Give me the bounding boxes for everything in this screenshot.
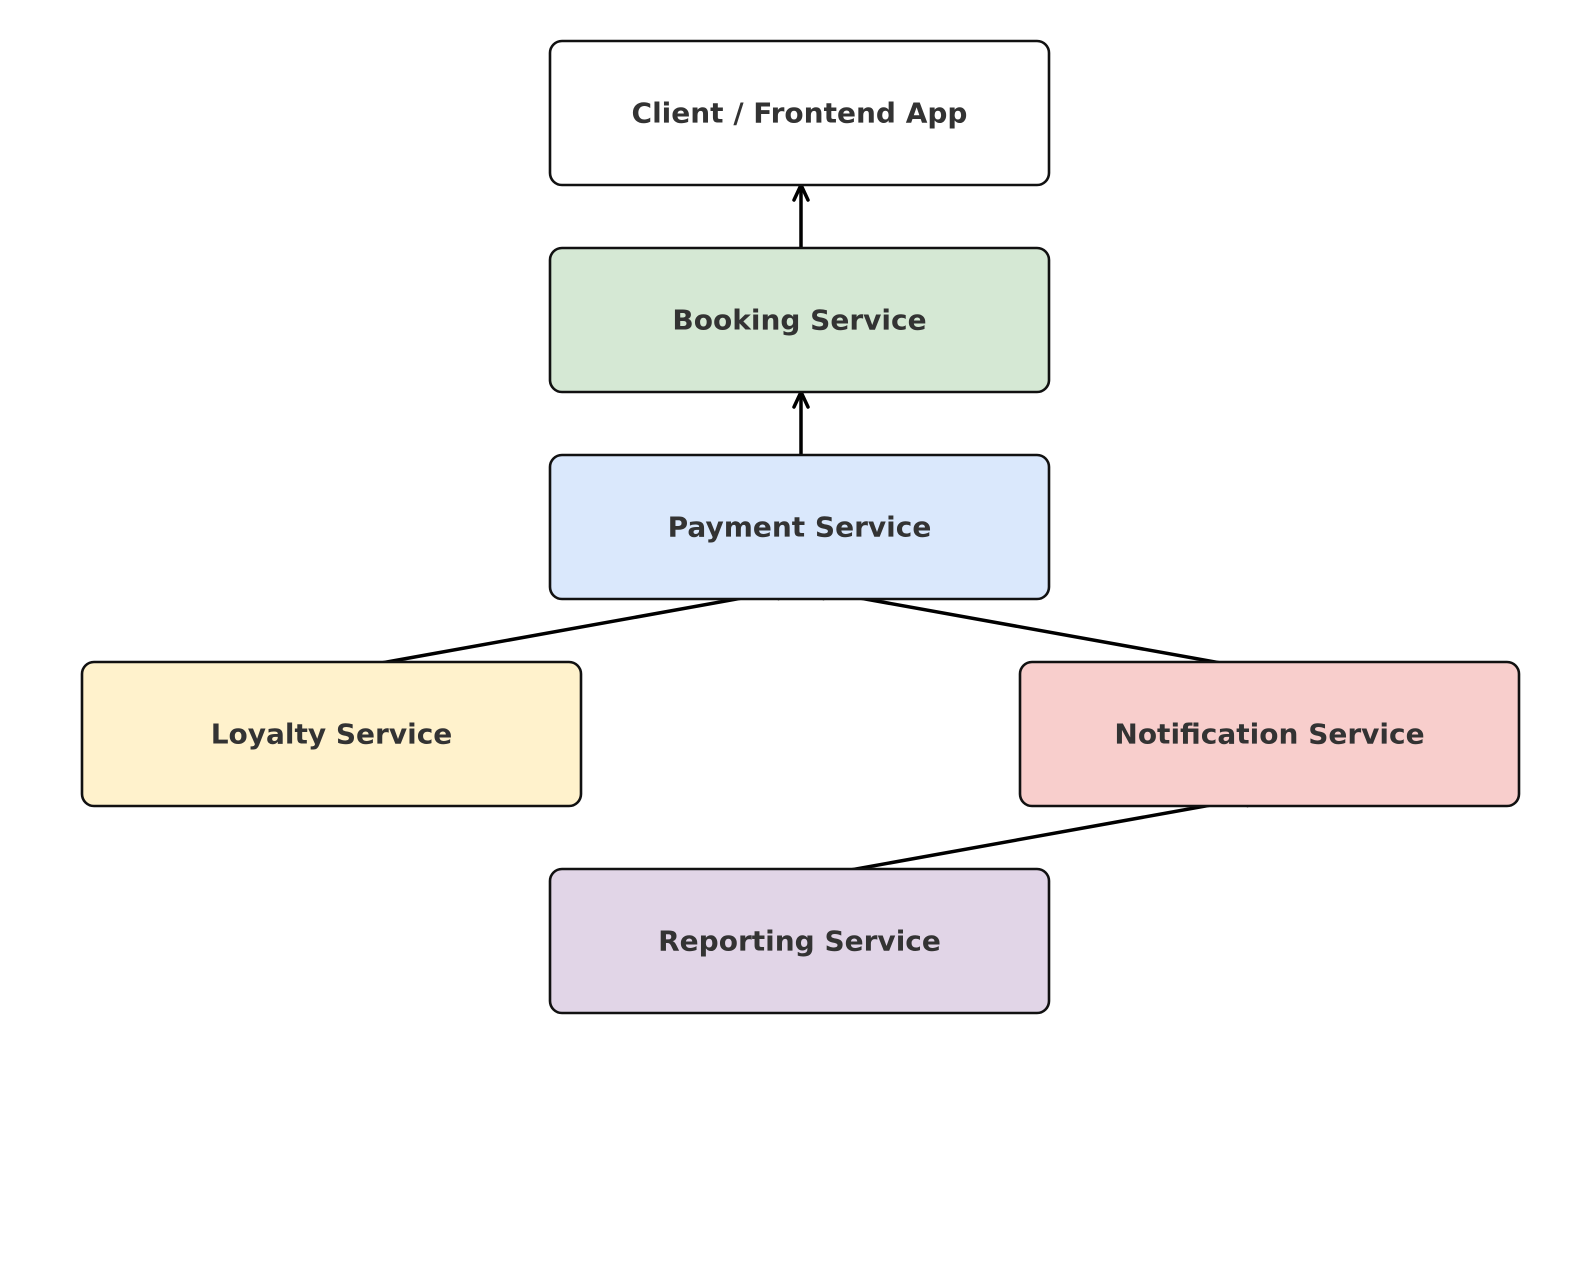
node-client-box (548, 39, 1051, 187)
node-client-label: Client / Frontend App (632, 97, 968, 130)
node-loyalty-box (80, 660, 583, 808)
edge-line (336, 587, 793, 673)
node-loyalty-label: Loyalty Service (211, 718, 453, 751)
edge-payment-to-booking (792, 390, 810, 461)
node-payment: Payment Service (548, 453, 1051, 601)
node-notification: Notification Service (1018, 660, 1521, 808)
node-booking-box (548, 246, 1051, 394)
node-loyalty: Loyalty Service (80, 660, 583, 808)
node-client: Client / Frontend App (548, 39, 1051, 187)
node-booking-label: Booking Service (672, 304, 926, 337)
node-reporting-label: Reporting Service (658, 925, 941, 958)
node-payment-box (548, 453, 1051, 601)
edge-line (809, 587, 1266, 673)
node-reporting-box (548, 867, 1051, 1015)
node-booking: Booking Service (548, 246, 1051, 394)
edge-booking-to-client (792, 183, 810, 254)
node-notification-label: Notification Service (1114, 718, 1424, 751)
node-notification-box (1018, 660, 1521, 808)
node-reporting: Reporting Service (548, 867, 1051, 1015)
edge-line (805, 794, 1262, 880)
node-payment-label: Payment Service (668, 511, 932, 544)
